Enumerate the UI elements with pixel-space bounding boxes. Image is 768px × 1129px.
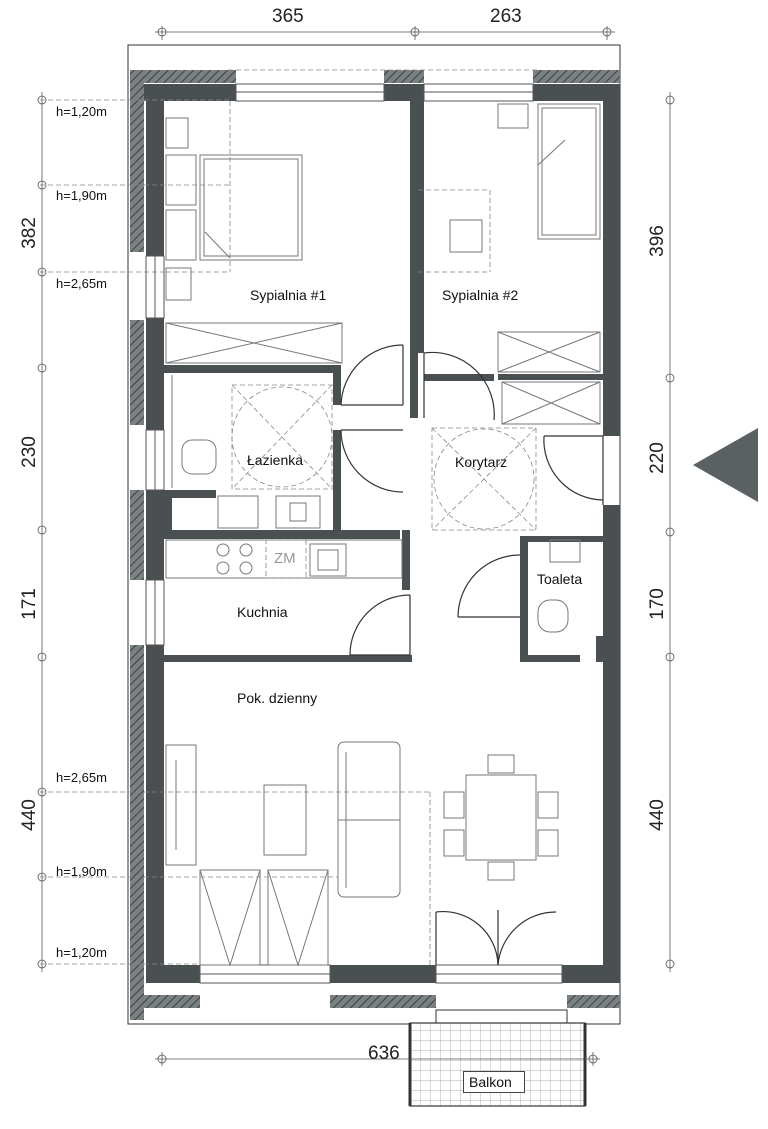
room-label-bathroom: Łazienka xyxy=(247,452,304,468)
room-label-corridor: Korytarz xyxy=(455,454,508,470)
height-label-upper-3: h=2,65m xyxy=(56,276,107,291)
dimension-left-1: 382 xyxy=(18,217,40,249)
room-label-toilet: Toaleta xyxy=(537,571,583,587)
room-label-bedroom-1: Sypialnia #1 xyxy=(250,287,327,303)
dashed-lines xyxy=(40,69,540,965)
balcony-label-box xyxy=(463,1071,525,1093)
dimension-right-3: 170 xyxy=(646,588,668,620)
room-label-kitchen: Kuchnia xyxy=(237,604,288,620)
dimension-bottom: 636 xyxy=(368,1043,400,1064)
fridge-label: ZM xyxy=(274,550,296,567)
dimension-left-3: 171 xyxy=(18,588,40,620)
dimension-top-left: 365 xyxy=(272,6,304,27)
dimension-right-1: 396 xyxy=(646,225,668,257)
height-label-upper-1: h=1,20m xyxy=(56,104,107,119)
dimension-right-4: 440 xyxy=(646,799,668,831)
balcony xyxy=(408,1022,587,1107)
dimension-left-2: 230 xyxy=(18,436,40,468)
dimension-right-2: 220 xyxy=(646,442,668,474)
room-label-balcony: Balkon xyxy=(469,1074,512,1090)
dimension-left-4: 440 xyxy=(18,799,40,831)
dimension-lines xyxy=(37,26,675,1066)
room-label-bedroom-2: Sypialnia #2 xyxy=(442,287,519,303)
insulation-layer xyxy=(130,70,620,1020)
entrance-arrow xyxy=(693,428,758,502)
height-label-lower-3: h=1,20m xyxy=(56,945,107,960)
windows xyxy=(145,83,563,984)
room-label-living-room: Pok. dzienny xyxy=(237,690,318,706)
walls xyxy=(144,84,620,983)
height-label-lower-2: h=1,90m xyxy=(56,864,107,879)
height-label-lower-1: h=2,65m xyxy=(56,770,107,785)
doors xyxy=(340,344,604,966)
height-label-upper-2: h=1,90m xyxy=(56,188,107,203)
dimension-top-right: 263 xyxy=(490,6,522,27)
